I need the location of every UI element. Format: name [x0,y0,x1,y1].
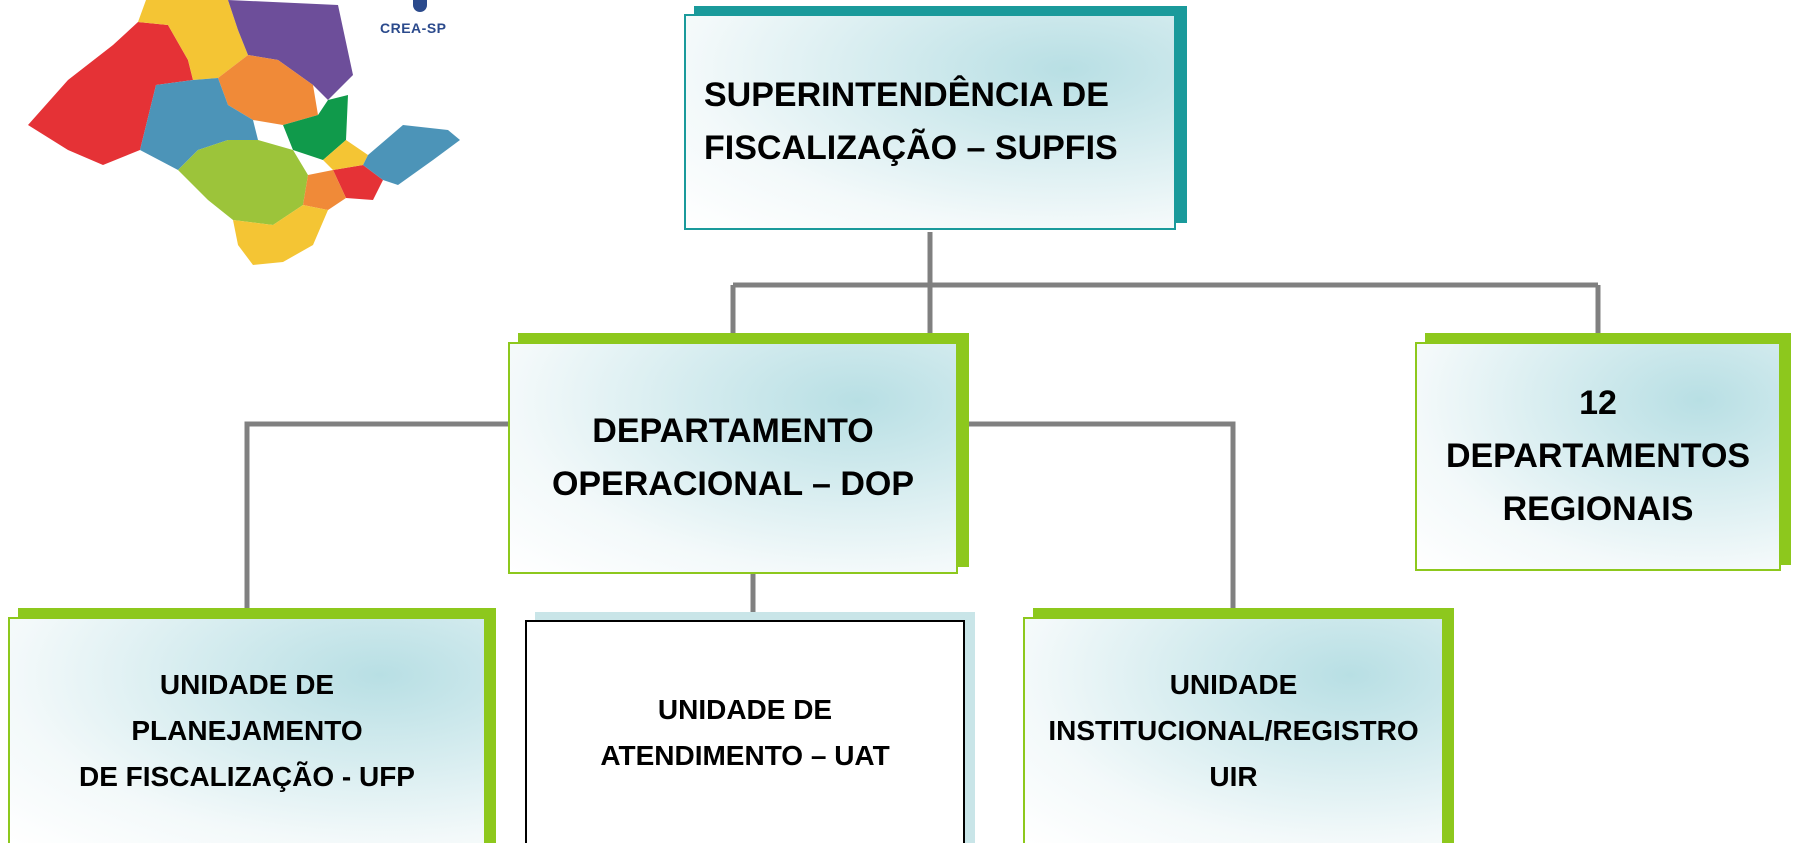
node-uat: UNIDADE DE ATENDIMENTO – UAT [525,620,965,843]
node-uir: UNIDADE INSTITUCIONAL/REGISTRO UIR [1023,617,1444,843]
regional-map-icon [28,0,460,265]
node-uat-label: UNIDADE DE ATENDIMENTO – UAT [600,693,890,771]
connector-dop-left [244,421,510,608]
crea-emblem-icon [413,0,427,12]
node-regionais: 12 DEPARTAMENTOS REGIONAIS [1415,342,1781,571]
node-supfis: SUPERINTENDÊNCIA DE FISCALIZAÇÃO – SUPFI… [684,14,1176,230]
node-dop: DEPARTAMENTO OPERACIONAL – DOP [508,342,958,574]
node-supfis-label: SUPERINTENDÊNCIA DE FISCALIZAÇÃO – SUPFI… [704,76,1118,167]
connector-dop-right [966,421,1236,608]
node-uir-label: UNIDADE INSTITUCIONAL/REGISTRO UIR [1048,669,1419,792]
node-ufp-label: UNIDADE DE PLANEJAMENTO DE FISCALIZAÇÃO … [79,669,415,792]
sao-paulo-map-logo [28,0,468,270]
node-ufp: UNIDADE DE PLANEJAMENTO DE FISCALIZAÇÃO … [8,617,486,843]
crea-sp-label: CREA-SP [380,20,447,36]
node-regionais-label: 12 DEPARTAMENTOS REGIONAIS [1445,384,1751,528]
node-dop-label: DEPARTAMENTO OPERACIONAL – DOP [551,412,915,503]
